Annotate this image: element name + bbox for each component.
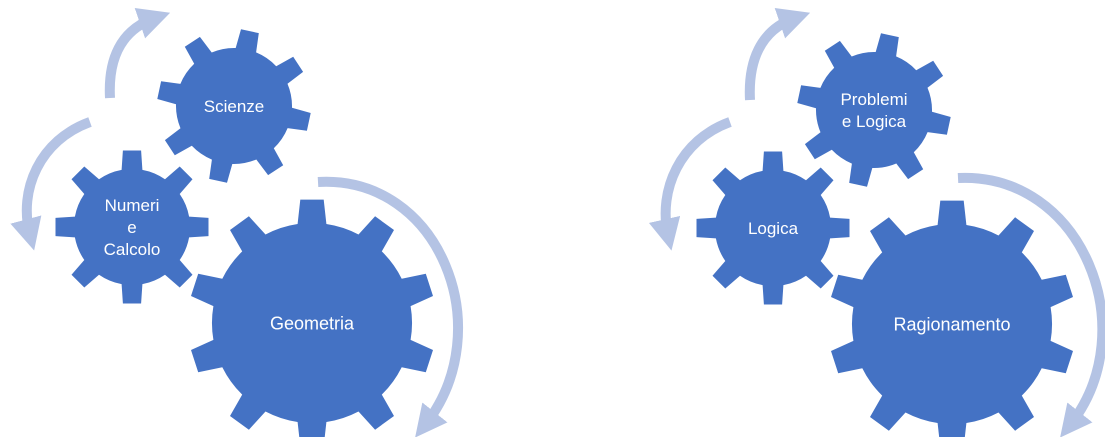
cycle-arrow-2-1 bbox=[744, 8, 811, 101]
gear-shape-logica bbox=[696, 151, 850, 305]
cycle-arrow-1-2 bbox=[10, 117, 92, 251]
gear-label-geometria-line-1: Geometria bbox=[270, 313, 355, 333]
gear-shape-numeri bbox=[55, 150, 209, 304]
gear-label-numeri-line-3: Calcolo bbox=[104, 240, 161, 259]
gear-shape-ragionamento bbox=[831, 200, 1073, 437]
gear-label-numeri-line-1: Numeri bbox=[105, 196, 160, 215]
gear-logica: Logica bbox=[696, 151, 850, 305]
gear-problemi: Problemi e Logica bbox=[797, 33, 951, 187]
gear-label-scienze-line-1: Scienze bbox=[204, 97, 264, 116]
cycle-arrow-2-3 bbox=[957, 172, 1105, 437]
cycle-arrow-1-1 bbox=[104, 8, 171, 99]
gear-shape-problemi bbox=[797, 33, 951, 187]
gear-label-logica-line-1: Logica bbox=[748, 219, 799, 238]
gear-ragionamento: Ragionamento bbox=[831, 200, 1073, 437]
gear-geometria: Geometria bbox=[191, 199, 433, 437]
gear-label-ragionamento-line-1: Ragionamento bbox=[893, 314, 1010, 334]
gear-shape-scienze bbox=[157, 29, 311, 183]
cycle-arrow-1-3 bbox=[317, 176, 463, 437]
cycle-arrow-2-2 bbox=[648, 117, 732, 251]
gear-label-problemi-line-1: Problemi bbox=[840, 90, 907, 109]
gear-label-problemi-line-2: e Logica bbox=[842, 112, 907, 131]
gear-shape-geometria bbox=[191, 199, 433, 437]
gear-label-numeri-line-2: e bbox=[127, 218, 136, 237]
gear-scienze: Scienze bbox=[157, 29, 311, 183]
cycle-arrows bbox=[10, 8, 1105, 437]
